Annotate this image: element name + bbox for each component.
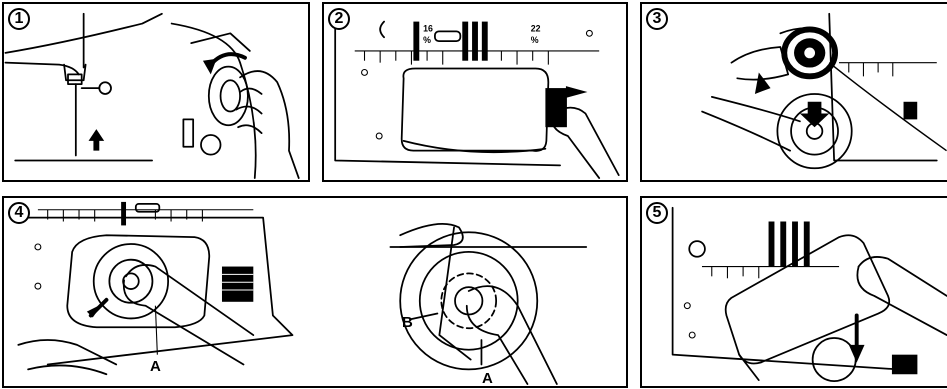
step-1-panel: 1 <box>2 2 310 182</box>
plate-marking-3: % <box>531 35 539 45</box>
plate-marking-2: 22 <box>531 23 541 33</box>
label-a-left: A <box>150 358 161 375</box>
step-5-illustration <box>642 198 947 386</box>
step-1-number: 1 <box>8 8 30 30</box>
plate-marking-1: % <box>423 35 431 45</box>
label-a-right: A <box>482 370 493 387</box>
plate-marking-0: 16 <box>423 23 433 33</box>
step-3-number: 3 <box>646 8 668 30</box>
step-5-panel: 5 <box>640 196 947 388</box>
step-2-number: 2 <box>328 8 350 30</box>
step-3-panel: 3 <box>640 2 947 182</box>
step-4-panel: 4 A A B <box>2 196 628 388</box>
step-5-number: 5 <box>646 202 668 224</box>
step-3-illustration <box>642 4 947 180</box>
label-b: B <box>402 314 413 331</box>
step-2-panel: 2 16% 22% <box>322 2 628 182</box>
step-1-illustration <box>4 4 308 180</box>
step-4-number: 4 <box>8 202 30 224</box>
step-4-illustration <box>4 198 626 386</box>
step-2-illustration: 16% 22% <box>324 4 626 180</box>
